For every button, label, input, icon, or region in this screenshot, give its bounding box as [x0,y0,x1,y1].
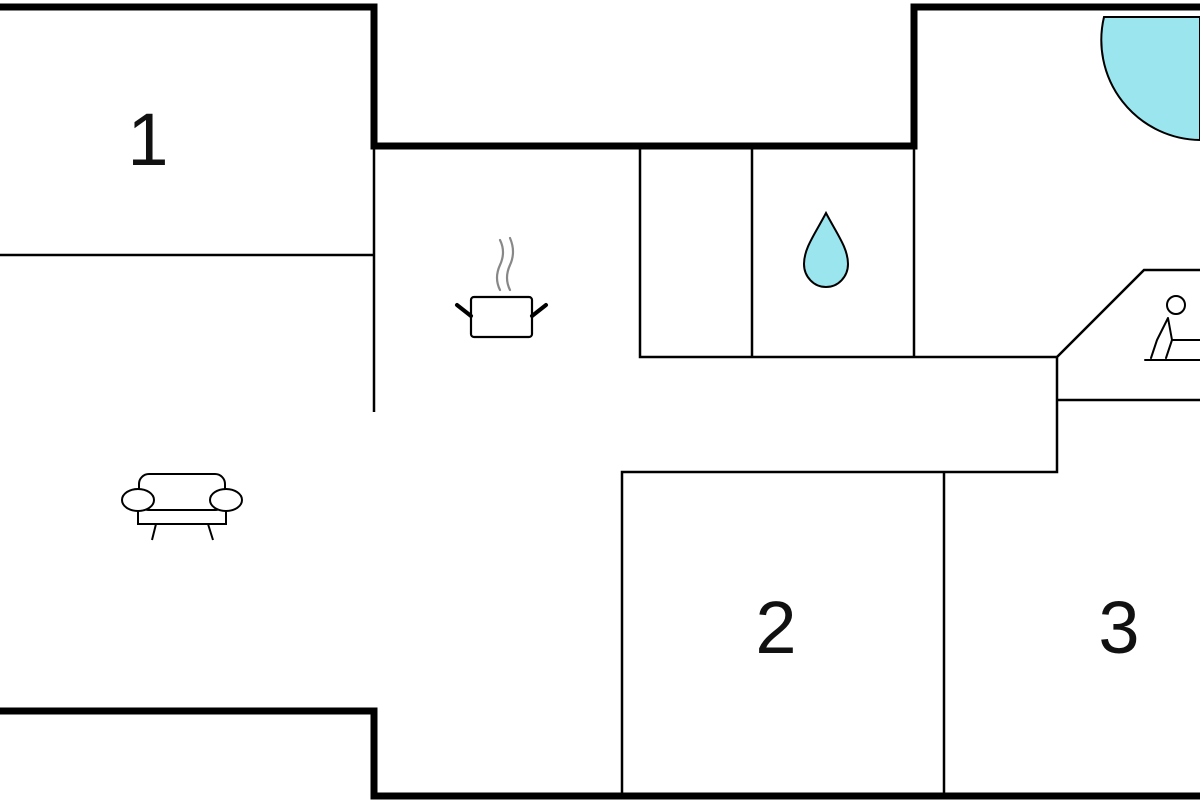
sofa-leg-right [207,523,214,541]
water-drop-icon [802,210,850,288]
sofa-icon [121,473,243,541]
interior-walls [0,146,1200,796]
sofa-arm-right [209,488,243,512]
room-number-3: 3 [1098,586,1139,669]
pot-handle-left [455,303,473,318]
pool-icon [1100,16,1200,142]
outer-wall-bottom [0,707,1200,800]
sauna-person-icon [1144,295,1200,361]
pot-handle-right [530,303,548,318]
outer-walls [0,3,1200,800]
person-body [1150,317,1200,359]
cooking-pot-icon [455,236,548,339]
wall-wet-rooms [638,146,1057,359]
person-head [1166,295,1186,315]
wall-sauna [620,268,1200,796]
outer-wall-top [0,3,1200,150]
sofa-leg-left [151,523,157,541]
steam-lines [495,236,515,292]
sofa-seat [137,511,227,525]
room-number-1: 1 [127,98,168,181]
sofa-arm-left [121,488,155,512]
pot-body [469,295,534,339]
room-number-2: 2 [755,586,796,669]
